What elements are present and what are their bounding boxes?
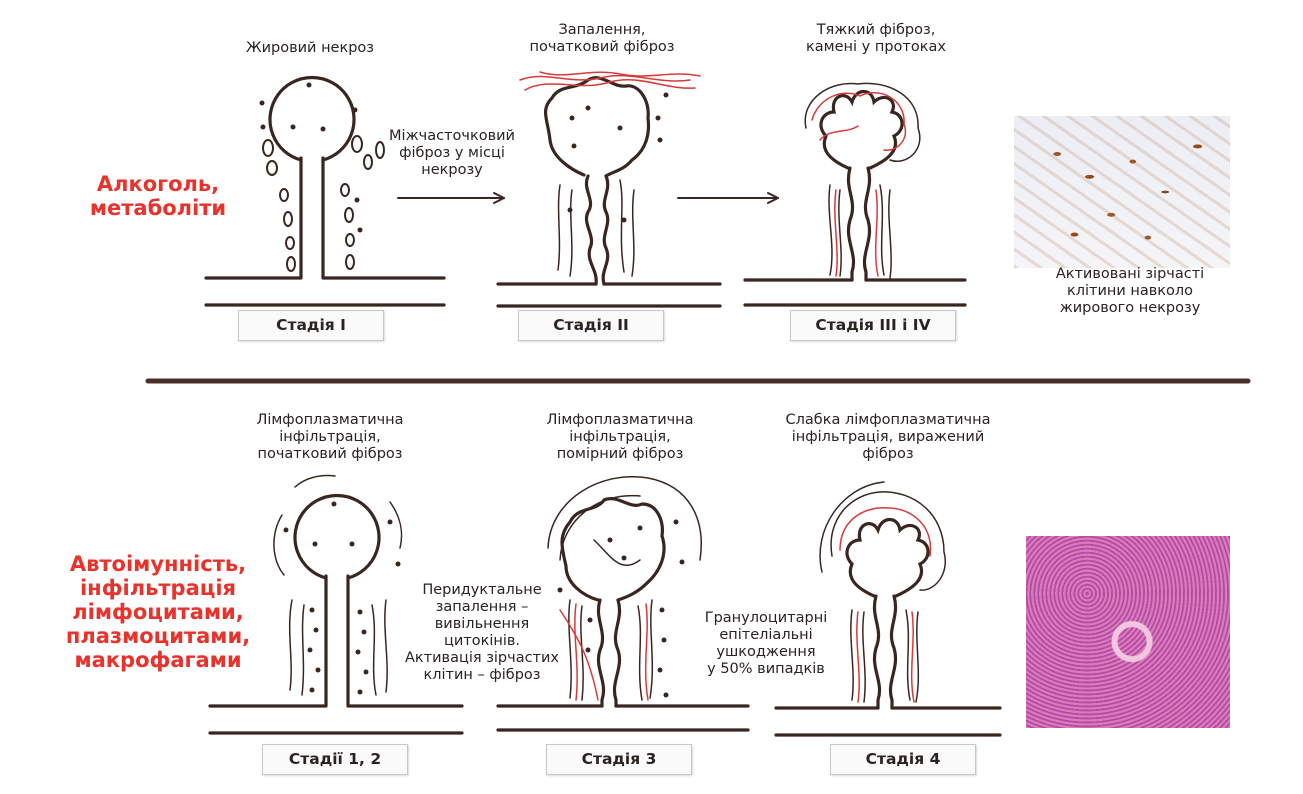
stage-label-top-3: Стадія III і IV — [790, 310, 956, 341]
top-cause-label: Алкоголь, метаболіти — [60, 172, 256, 220]
bottom-cause-label: Автоімунність, інфільтрація лімфоцитами,… — [44, 552, 272, 672]
arrow-label: Міжчасточковий фіброз у місці некрозу — [382, 128, 522, 179]
stage-label-bottom-1: Стадії 1, 2 — [262, 744, 408, 775]
stage2-caption: Запалення, початковий фіброз — [512, 22, 692, 56]
stage2-acinus-drawing — [498, 72, 720, 306]
periductal-note: Перидуктальне запалення – вивільнення ци… — [400, 582, 564, 684]
granulocytic-note: Гранулоцитарні епітеліальні ушкодження у… — [696, 610, 836, 678]
stage-label-top-1: Стадія I — [238, 310, 384, 341]
stage-label-bottom-3: Стадія 4 — [830, 744, 976, 775]
bottom-stage2-caption: Лімфоплазматична інфільтрація, помірний … — [530, 412, 710, 463]
photo-caption: Активовані зірчасті клітини навколо жиро… — [1030, 266, 1230, 317]
stellate-cells-micrograph — [1014, 116, 1230, 268]
infiltration-micrograph — [1026, 536, 1230, 728]
bottom-stage3-caption: Слабка лімфоплазматична інфільтрація, ви… — [780, 412, 996, 463]
fat-necrosis-caption: Жировий некроз — [210, 40, 410, 57]
bottom-stage1-caption: Лімфоплазматична інфільтрація, початкови… — [240, 412, 420, 463]
stage3-acinus-drawing — [745, 83, 965, 305]
stage3-caption: Тяжкий фіброз, камені у протоках — [786, 22, 966, 56]
stage-label-bottom-2: Стадія 3 — [546, 744, 692, 775]
stage-label-top-2: Стадія II — [518, 310, 664, 341]
stage4-acinus-drawing — [776, 482, 1000, 735]
